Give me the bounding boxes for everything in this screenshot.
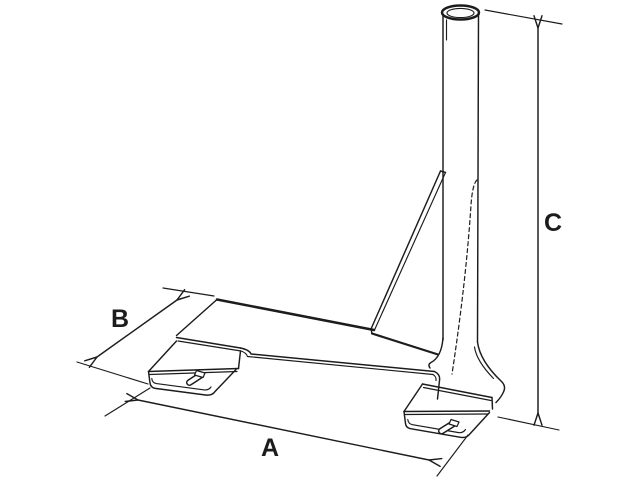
pole-right-edge	[476, 13, 480, 343]
dimension-b-extension-top	[162, 287, 215, 297]
dimension-c: C	[484, 9, 563, 431]
left-foot-step-right-edge	[237, 350, 242, 370]
right-foot-slot	[438, 418, 460, 435]
mast-pole	[428, 4, 506, 404]
right-foot-bend-upper	[403, 410, 491, 413]
weld-seam	[451, 179, 478, 375]
dimension-b-arrow	[84, 288, 190, 369]
pole-top-rim	[440, 4, 481, 21]
left-foot-edge-thickness	[151, 377, 212, 391]
base-plate-back-edge	[215, 298, 376, 332]
pole-top-inner-rim	[446, 7, 475, 19]
base-plate-mid-lip-upper	[239, 347, 436, 373]
right-foot-slot-head	[448, 418, 460, 428]
dimension-a-label: A	[261, 434, 279, 462]
gusset-hypotenuse-outer	[370, 170, 442, 330]
left-foot-step-left-edge	[147, 340, 178, 373]
gusset-plate	[370, 170, 447, 356]
base-plate-left-edge	[175, 298, 218, 337]
left-foot-slot-head	[193, 369, 206, 379]
left-foot-slot	[186, 369, 206, 386]
dimension-c-extension-bottom	[497, 416, 560, 431]
dimension-b-label: B	[111, 305, 129, 333]
dimension-c-extension-top	[484, 9, 563, 25]
pole-flare-left	[428, 337, 444, 369]
right-foot-step-left-edge	[403, 383, 424, 413]
left-foot-bend-upper	[147, 367, 240, 373]
dimension-a: A	[104, 387, 469, 477]
dimension-b: B	[76, 287, 215, 385]
dimension-c-label: C	[544, 209, 562, 237]
dimension-a-arrow	[124, 392, 443, 468]
left-foot-bend-lower	[149, 370, 238, 376]
base-plate-right-corner-drop	[433, 370, 441, 400]
right-foot-step-lower	[422, 386, 492, 402]
dimension-a-extension-left	[104, 387, 151, 417]
dimension-b-extension-bottom	[76, 361, 149, 385]
pole-flare-right-inner	[473, 346, 495, 380]
gusset-hypotenuse-inner	[373, 171, 447, 331]
base-plate-right-corner-inner	[432, 373, 437, 382]
base-plate-mid-lip-lower	[240, 350, 434, 376]
base-plate	[175, 298, 441, 400]
dimension-a-extension-right	[436, 434, 469, 477]
right-foot	[403, 383, 494, 439]
right-foot-bend-lower	[404, 413, 489, 416]
pole-flare-right	[476, 341, 506, 404]
gusset-bottom-edge	[370, 332, 440, 356]
right-foot-step-right-edge	[491, 396, 494, 410]
right-foot-step-upper	[421, 383, 493, 399]
